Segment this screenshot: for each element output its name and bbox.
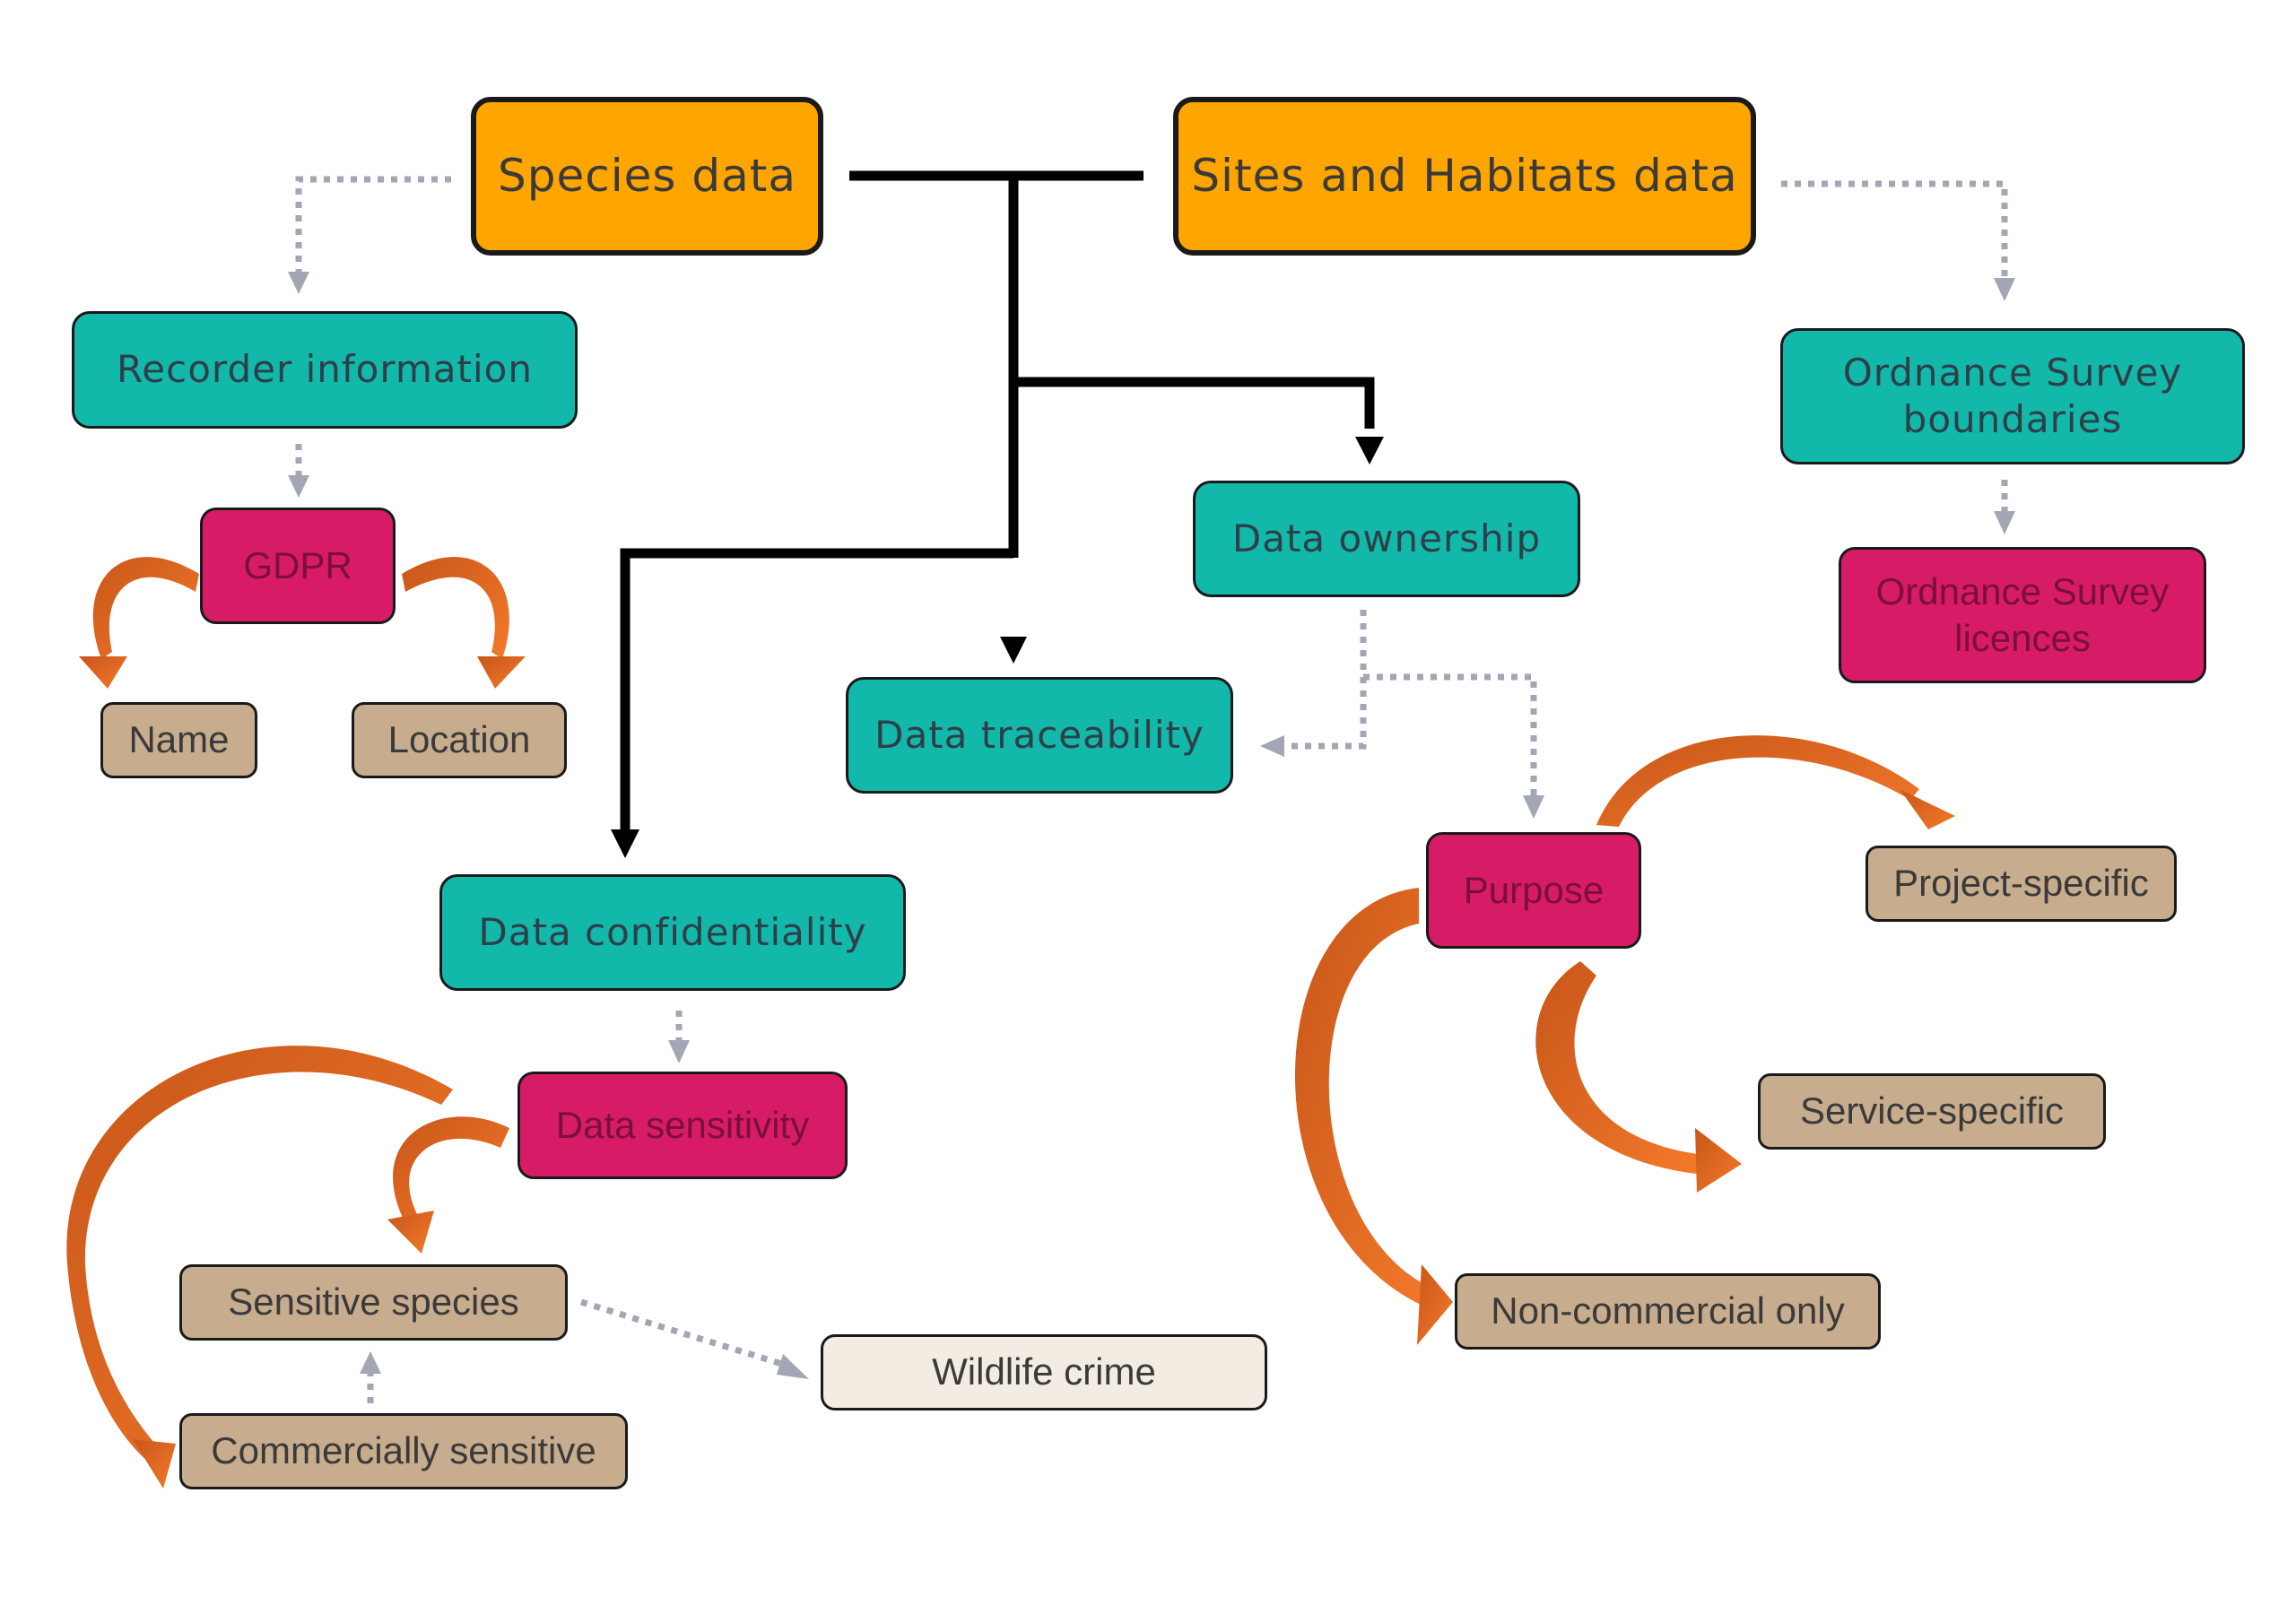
arrowhead-confidentiality	[611, 829, 639, 858]
solid-connectors	[620, 170, 1375, 829]
dotted-ownership-to-purpose	[1363, 673, 1537, 796]
location-node: Location	[352, 702, 567, 778]
curved-arrow-purpose-to-service-head	[1695, 1128, 1742, 1193]
dotted-ownership-to-traceability	[1283, 610, 1367, 750]
wildlife-crime-node: Wildlife crime	[821, 1334, 1267, 1410]
connector-to-confidentiality	[620, 548, 1013, 829]
os-licences-node: Ordnance Survey licences	[1839, 547, 2206, 683]
arrowhead-os-licences	[1994, 511, 2015, 534]
dotted-arrowheads	[288, 272, 2015, 1379]
service-specific-node: Service-specific	[1758, 1073, 2106, 1150]
curved-arrow-sensitivity-to-sensitive-head	[387, 1211, 434, 1254]
curved-arrow-purpose-to-noncommercial	[1294, 888, 1439, 1311]
sites-habitats-data-node: Sites and Habitats data	[1173, 97, 1756, 256]
arrowhead-sensitive-species	[360, 1351, 381, 1374]
curved-arrows	[66, 557, 1955, 1488]
arrowhead-gdpr	[288, 475, 309, 498]
project-specific-node: Project-specific	[1866, 846, 2177, 922]
curved-arrow-gdpr-to-name-head	[79, 656, 127, 689]
dotted-connectors	[295, 176, 2008, 1403]
connector-to-ownership	[1013, 377, 1375, 429]
os-boundaries-node: Ordnance Survey boundaries	[1780, 328, 2245, 464]
arrowhead-wildlife-crime	[777, 1354, 809, 1379]
non-commercial-only-node: Non-commercial only	[1455, 1273, 1881, 1350]
curved-arrow-purpose-to-service	[1535, 961, 1704, 1175]
curved-arrow-gdpr-to-location-head	[477, 656, 526, 689]
curved-arrow-sensitivity-to-sensitive	[393, 1116, 509, 1228]
curved-arrow-sensitivity-to-commercial-head	[133, 1439, 176, 1488]
arrowhead-traceability-dotted	[1260, 735, 1284, 757]
recorder-information-node: Recorder information	[72, 311, 578, 429]
data-sensitivity-node: Data sensitivity	[517, 1072, 848, 1179]
sensitive-species-node: Sensitive species	[179, 1264, 568, 1341]
curved-arrow-sensitivity-to-commercial	[66, 1046, 453, 1462]
data-traceability-node: Data traceability	[846, 677, 1233, 794]
arrowhead-purpose	[1523, 795, 1544, 819]
solid-arrowheads	[611, 437, 1384, 858]
gdpr-node: GDPR	[200, 508, 396, 624]
curved-arrow-purpose-to-project-head	[1900, 789, 1955, 829]
arrowhead-ownership	[1355, 437, 1384, 464]
data-confidentiality-node: Data confidentiality	[439, 874, 906, 991]
species-data-node: Species data	[471, 97, 823, 256]
arrowhead-sensitivity	[668, 1040, 690, 1063]
name-node: Name	[100, 702, 257, 778]
data-ownership-node: Data ownership	[1193, 481, 1580, 597]
dotted-sites-to-os-boundaries	[1781, 180, 2008, 280]
arrowhead-os-boundaries	[1994, 278, 2015, 301]
arrowhead-recorder	[288, 272, 309, 294]
dotted-sensitive-to-wildlife	[579, 1298, 787, 1368]
purpose-node: Purpose	[1426, 832, 1641, 949]
curved-arrow-purpose-to-project	[1596, 735, 1919, 827]
curved-arrow-gdpr-to-location	[402, 557, 509, 659]
curved-arrow-gdpr-to-name	[92, 557, 199, 659]
arrowhead-traceability	[1000, 637, 1027, 664]
dotted-species-to-recorder	[295, 176, 451, 273]
curved-arrow-purpose-to-noncommercial-head	[1417, 1264, 1453, 1345]
commercially-sensitive-node: Commercially sensitive	[179, 1413, 628, 1489]
